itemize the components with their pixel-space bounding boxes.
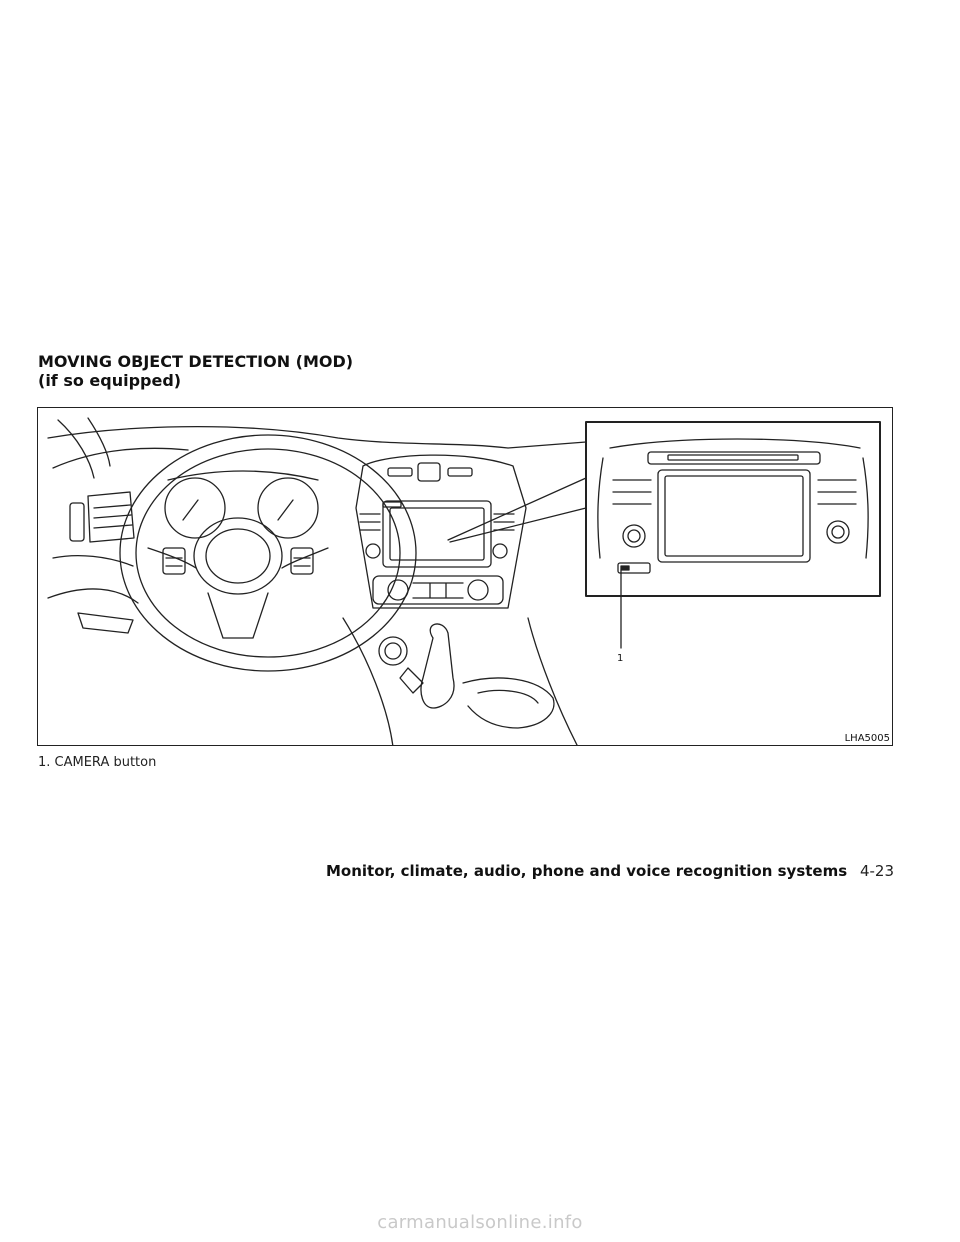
footer-section-title: Monitor, climate, audio, phone and voice… xyxy=(325,862,848,880)
section-heading: MOVING OBJECT DETECTION (MOD) (if so equ… xyxy=(38,352,353,390)
watermark: carmanualsonline.info xyxy=(377,1212,583,1233)
dashboard-illustration: 1 LHA5005 xyxy=(37,407,893,746)
figure-code: LHA5005 xyxy=(843,733,891,744)
page-footer: Monitor, climate, audio, phone and voice… xyxy=(326,862,894,880)
dashboard-line-drawing xyxy=(47,417,881,745)
heading-line-1: MOVING OBJECT DETECTION (MOD) xyxy=(38,352,354,371)
heading-line-2: (if so equipped) xyxy=(38,371,182,390)
callout-number: 1 xyxy=(617,653,624,664)
figure-caption: 1. CAMERA button xyxy=(38,755,157,770)
page-number: 4-23 xyxy=(859,862,894,880)
